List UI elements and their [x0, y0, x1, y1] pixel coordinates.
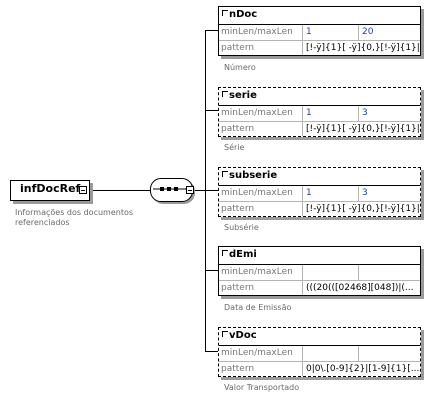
- facet-label: pattern: [219, 41, 303, 55]
- root-element-name: infDocRef: [20, 182, 81, 195]
- root-doc-line: referenciados: [15, 218, 70, 227]
- seq-connector: [193, 190, 205, 191]
- facet-max: 3: [362, 188, 368, 198]
- element-type-icon: [222, 171, 228, 177]
- branch-vdoc: [205, 351, 218, 352]
- facet-row-length: minLen/maxLen: [219, 346, 420, 361]
- facet-label: pattern: [219, 362, 303, 376]
- facet-label: minLen/maxLen: [219, 106, 303, 121]
- facet-row-pattern: pattern [!-ÿ]{1}[ -ÿ]{0,}[!-ÿ]{1}|...: [219, 201, 420, 216]
- facet-max: [359, 265, 420, 280]
- facet-row-length: minLen/maxLen 1 3: [219, 106, 420, 121]
- facet-row-length: minLen/maxLen 1 3: [219, 186, 420, 201]
- facet-max: 3: [362, 108, 368, 118]
- root-collapse-toggle[interactable]: [79, 186, 87, 194]
- facet-row-length: minLen/maxLen 1 20: [219, 25, 420, 40]
- element-ndoc[interactable]: nDoc minLen/maxLen 1 20 pattern [!-ÿ]{1}…: [218, 6, 421, 56]
- element-caption: Subsérie: [224, 223, 259, 232]
- element-type-icon: [222, 331, 228, 337]
- facet-label: minLen/maxLen: [219, 265, 303, 280]
- element-name: subserie: [229, 170, 278, 181]
- root-element-box[interactable]: [10, 180, 90, 201]
- facet-min: 1: [303, 106, 359, 121]
- facet-min: [303, 265, 359, 280]
- element-caption: Série: [224, 143, 245, 152]
- sequence-compositor[interactable]: [150, 178, 193, 202]
- trunk-line: [205, 30, 206, 352]
- branch-ndoc: [205, 30, 218, 31]
- facet-label: minLen/maxLen: [219, 346, 303, 361]
- element-caption: Número: [224, 63, 256, 72]
- element-type-icon: [222, 10, 228, 16]
- element-header: nDoc: [219, 7, 420, 25]
- facet-min: 1: [303, 25, 359, 40]
- facet-label: minLen/maxLen: [219, 25, 303, 40]
- facet-row-pattern: pattern [!-ÿ]{1}[ -ÿ]{0,}[!-ÿ]{1}|...: [219, 40, 420, 55]
- root-doc-line: Informações dos documentos: [15, 208, 134, 217]
- element-serie[interactable]: serie minLen/maxLen 1 3 pattern [!-ÿ]{1}…: [218, 87, 421, 137]
- element-caption: Data de Emissão: [224, 303, 292, 312]
- facet-pattern: (((20(([02468][048])|(...: [306, 283, 414, 293]
- element-name: nDoc: [229, 9, 258, 20]
- facet-label: pattern: [219, 281, 303, 295]
- facet-pattern: [!-ÿ]{1}[ -ÿ]{0,}[!-ÿ]{1}|...: [306, 124, 420, 134]
- element-name: dEmi: [229, 249, 257, 260]
- facet-row-pattern: pattern (((20(([02468][048])|(...: [219, 280, 420, 295]
- branch-demi: [205, 270, 218, 271]
- element-vdoc[interactable]: vDoc minLen/maxLen pattern 0|0\.[0-9]{2}…: [218, 327, 421, 377]
- element-header: serie: [219, 88, 420, 106]
- facet-pattern: [!-ÿ]{1}[ -ÿ]{0,}[!-ÿ]{1}|...: [306, 204, 420, 214]
- branch-serie: [205, 110, 218, 111]
- facet-pattern: [!-ÿ]{1}[ -ÿ]{0,}[!-ÿ]{1}|...: [306, 43, 420, 53]
- element-header: vDoc: [219, 328, 420, 346]
- facet-min: [303, 346, 359, 361]
- element-type-icon: [222, 91, 228, 97]
- facet-row-length: minLen/maxLen: [219, 265, 420, 280]
- facet-row-pattern: pattern [!-ÿ]{1}[ -ÿ]{0,}[!-ÿ]{1}|...: [219, 121, 420, 136]
- facet-row-pattern: pattern 0|0\.[0-9]{2}|[1-9]{1}[...: [219, 361, 420, 376]
- element-header: subserie: [219, 168, 420, 186]
- element-type-icon: [222, 250, 228, 256]
- facet-label: pattern: [219, 202, 303, 216]
- facet-min: 1: [303, 186, 359, 201]
- element-demi[interactable]: dEmi minLen/maxLen pattern (((20(([02468…: [218, 246, 421, 296]
- element-header: dEmi: [219, 247, 420, 265]
- element-caption: Valor Transportado: [224, 383, 300, 392]
- root-connector: [90, 190, 150, 191]
- branch-subserie: [205, 190, 218, 191]
- facet-max: [359, 346, 420, 361]
- element-name: vDoc: [229, 330, 257, 341]
- facet-label: minLen/maxLen: [219, 186, 303, 201]
- sequence-icon: [153, 187, 186, 191]
- facet-pattern: 0|0\.[0-9]{2}|[1-9]{1}[...: [306, 364, 420, 374]
- element-subserie[interactable]: subserie minLen/maxLen 1 3 pattern [!-ÿ]…: [218, 167, 421, 217]
- root-documentation: Informações dos documentos referenciados: [15, 208, 133, 228]
- facet-label: pattern: [219, 122, 303, 136]
- facet-max: 20: [362, 27, 374, 37]
- sequence-collapse-toggle[interactable]: [186, 186, 194, 194]
- element-name: serie: [229, 90, 257, 101]
